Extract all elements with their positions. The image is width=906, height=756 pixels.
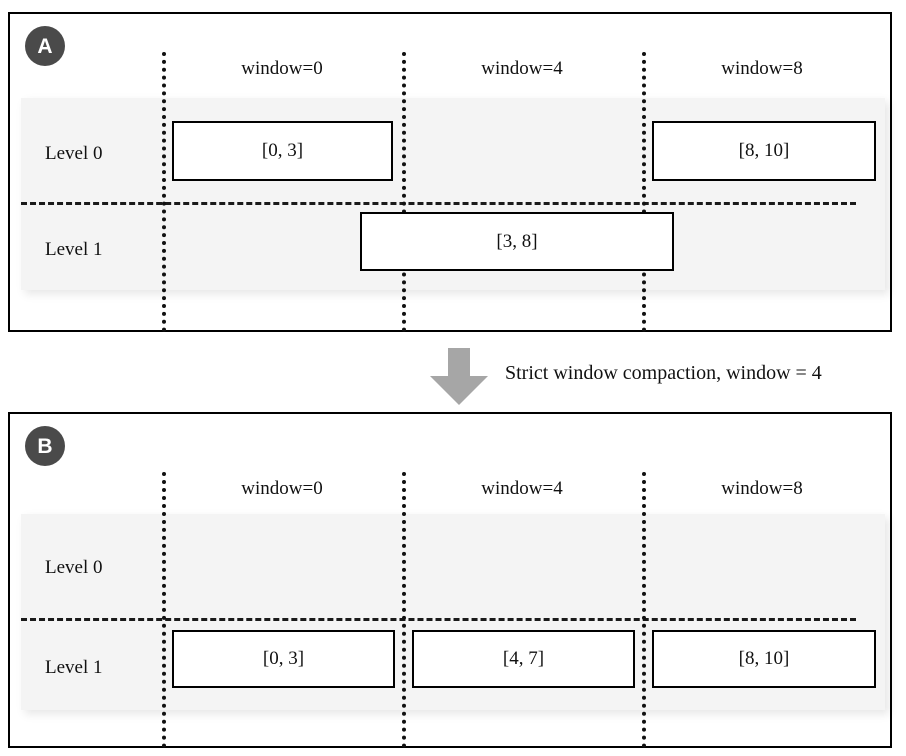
panel-b-window-divider-0 — [162, 472, 166, 748]
panel-b-window-header-4: window=4 — [481, 478, 563, 499]
panel-a-window-divider-0 — [162, 52, 166, 332]
transition-caption: Strict window compaction, window = 4 — [505, 362, 822, 384]
panel-b-level-label-1: Level 1 — [45, 657, 103, 678]
panel-b-interval-box-0-3[interactable]: [0, 3] — [172, 630, 395, 688]
panel-b-interval-box-8-10[interactable]: [8, 10] — [652, 630, 876, 688]
panel-a-level-label-1: Level 1 — [45, 239, 103, 260]
panel-a-window-header-4: window=4 — [481, 58, 563, 79]
panel-b-window-divider-8 — [642, 472, 646, 748]
panel-a-window-header-8: window=8 — [721, 58, 803, 79]
panel-a-window-divider-8 — [642, 52, 646, 332]
panel-a: A window=0 window=4 window=8 Level 0 Lev… — [8, 12, 892, 332]
panel-b-level-separator — [21, 618, 856, 621]
panel-a-interval-box-8-10[interactable]: [8, 10] — [652, 121, 876, 181]
panel-b-interval-box-4-7[interactable]: [4, 7] — [412, 630, 635, 688]
panel-b-window-header-8: window=8 — [721, 478, 803, 499]
arrow-down-icon — [430, 348, 488, 405]
panel-a-level-separator — [21, 202, 856, 205]
panel-b: B window=0 window=4 window=8 Level 0 Lev… — [8, 412, 892, 748]
panel-a-interval-box-3-8[interactable]: [3, 8] — [360, 212, 674, 271]
panel-a-window-divider-4 — [402, 52, 406, 332]
panel-b-badge: B — [25, 426, 65, 466]
panel-b-window-header-0: window=0 — [241, 478, 323, 499]
panel-b-window-divider-4 — [402, 472, 406, 748]
panel-a-window-header-0: window=0 — [241, 58, 323, 79]
panel-b-level-label-0: Level 0 — [45, 557, 103, 578]
panel-a-badge: A — [25, 26, 65, 66]
panel-a-level-label-0: Level 0 — [45, 143, 103, 164]
panel-a-interval-box-0-3[interactable]: [0, 3] — [172, 121, 393, 181]
transition-group: Strict window compaction, window = 4 — [0, 340, 906, 410]
